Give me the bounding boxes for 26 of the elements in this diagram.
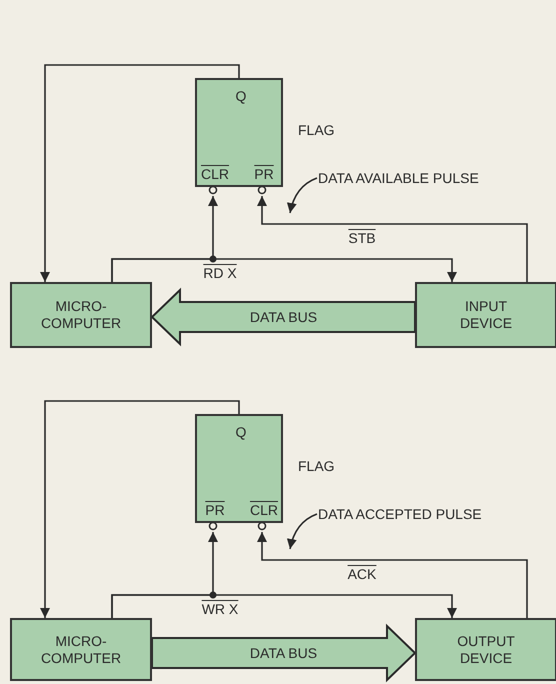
leader-line xyxy=(287,177,318,214)
signal-line xyxy=(257,532,528,618)
note-text: DATA AVAILABLE PULSE xyxy=(318,170,479,186)
component-label: FLAG xyxy=(298,458,335,474)
component-label: FLAG xyxy=(298,122,335,138)
signal-line xyxy=(111,258,457,282)
device-name: MICRO- COMPUTER xyxy=(40,298,122,332)
pin-label: PR xyxy=(204,502,226,518)
leader-line xyxy=(287,513,318,550)
device-box xyxy=(10,618,152,681)
signal-line xyxy=(40,64,240,282)
note-text: DATA ACCEPTED PULSE xyxy=(318,506,482,522)
signal-line xyxy=(111,594,457,618)
device-name: MICRO- COMPUTER xyxy=(40,632,122,666)
device-box xyxy=(415,282,556,348)
pin-label: PR xyxy=(253,166,275,182)
pin-label: CLR xyxy=(200,166,230,182)
device-name: OUTPUT DEVICE xyxy=(456,632,516,666)
signal-line xyxy=(257,196,528,282)
pin-label: Q xyxy=(234,88,248,104)
device-box xyxy=(10,282,152,348)
signal-line xyxy=(40,400,240,618)
pin-label: CLR xyxy=(248,502,279,518)
device-box xyxy=(415,618,556,681)
device-name: INPUT DEVICE xyxy=(458,298,514,332)
pin-label: Q xyxy=(234,424,248,440)
